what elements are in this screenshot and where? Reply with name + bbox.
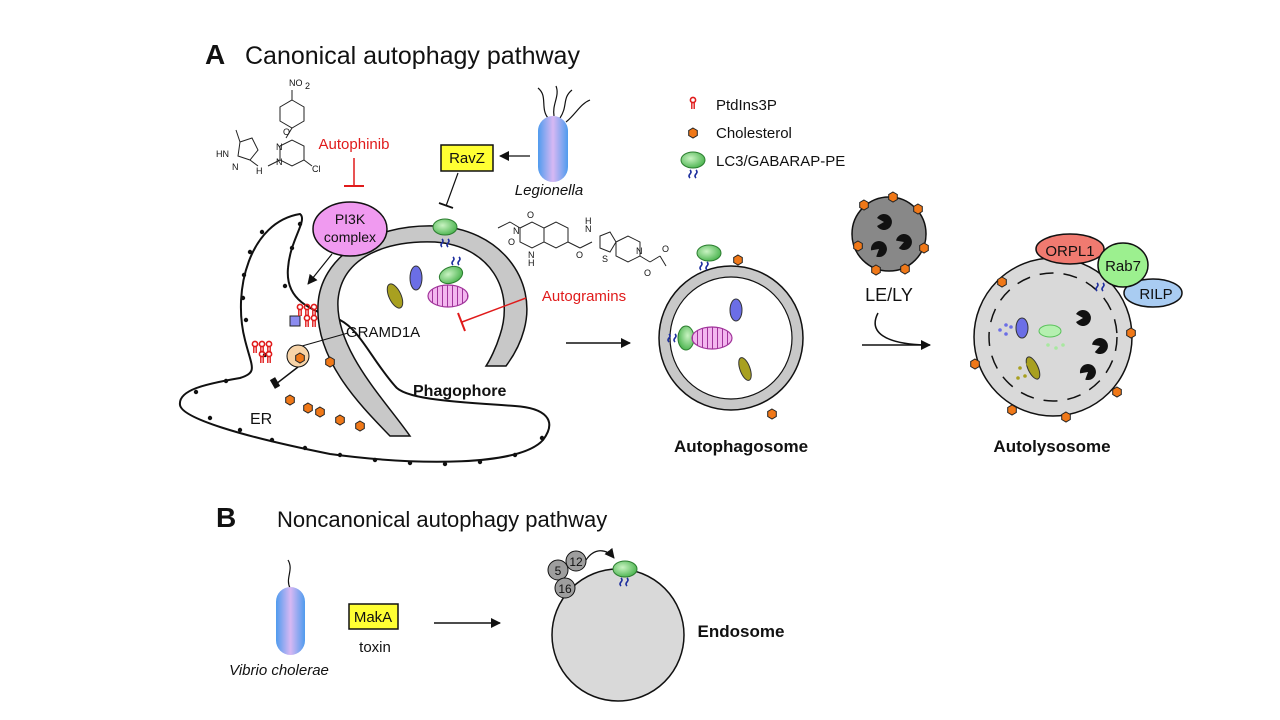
autolysosome-label: Autolysosome	[993, 437, 1110, 456]
toxin-label: toxin	[359, 639, 391, 656]
panel-b-title: Noncanonical autophagy pathway	[277, 507, 607, 532]
chem2-o3: O	[576, 250, 583, 260]
autogramin-structure	[497, 221, 667, 267]
ravz-inhibition-line	[445, 172, 459, 207]
gramd1a-label: GRAMD1A	[346, 324, 420, 341]
rab7-protein	[1097, 242, 1149, 288]
orpl1-label: ORPL1	[1045, 243, 1094, 260]
complex-12-label: 12	[569, 555, 583, 569]
pi3k-complex	[312, 201, 388, 257]
phagophore-label: Phagophore	[413, 383, 506, 400]
panel-b-letter: B	[216, 502, 236, 533]
gramd1a-protein	[269, 315, 349, 389]
autolysosome	[970, 257, 1136, 423]
cholesterol-icon	[688, 127, 698, 139]
chem2-n3: N	[585, 224, 592, 234]
legionella-label: Legionella	[515, 182, 583, 199]
phagophore-membrane	[317, 225, 528, 437]
pi3k-label-1: PI3K	[335, 211, 366, 227]
le-ly-label: LE/LY	[865, 285, 913, 305]
ravz-box	[440, 144, 494, 172]
er-label: ER	[250, 411, 272, 428]
ravz-label: RavZ	[449, 150, 485, 167]
legend-cholesterol-label: Cholesterol	[716, 125, 792, 142]
pi3k-label-2: complex	[324, 229, 376, 245]
orpl1-protein	[1035, 233, 1105, 265]
chem2-s: S	[602, 254, 608, 264]
maka-box	[348, 603, 399, 630]
chem2-n2: N	[528, 250, 535, 260]
autogramins-inhibition-bar	[457, 312, 466, 332]
lc3-icon	[680, 151, 706, 169]
chem-h: H	[256, 166, 263, 176]
cargo-olive	[386, 283, 404, 309]
endosome	[551, 547, 685, 702]
chem2-o1: O	[527, 210, 534, 220]
rilp-protein	[1123, 278, 1183, 308]
pi3k-arrow	[307, 253, 333, 285]
late-endosome-lysosome	[851, 191, 929, 276]
chem-n3: N	[276, 157, 283, 167]
vibrio-label: Vibrio cholerae	[229, 662, 329, 679]
legend: PtdIns3P Cholesterol LC3/GABARAP-PE	[680, 96, 845, 179]
cargo-blue	[409, 265, 423, 291]
legend-ptdins3p-label: PtdIns3P	[716, 97, 777, 114]
chem2-h1: H	[528, 258, 535, 268]
autophinib-label: Autophinib	[319, 136, 390, 153]
endosome-label: Endosome	[698, 622, 785, 641]
complex-5-label: 5	[555, 564, 562, 578]
ravz-inhibition-bar	[438, 202, 454, 209]
chem2-o4: O	[662, 244, 669, 254]
chem-cl: Cl	[312, 164, 321, 174]
atg-complex	[547, 550, 587, 599]
chem2-o2: O	[508, 237, 515, 247]
rilp-label: RILP	[1139, 286, 1172, 303]
chem-no2-sub: 2	[305, 81, 310, 91]
chem2-o5: O	[644, 268, 651, 278]
chem-n2: N	[276, 142, 283, 152]
panel-a-title: Canonical autophagy pathway	[245, 42, 580, 70]
complex-16-label: 16	[558, 582, 572, 596]
legend-lc3-label: LC3/GABARAP-PE	[716, 153, 845, 170]
chem-no2: NO	[289, 78, 303, 88]
autophagosome-label: Autophagosome	[674, 437, 808, 456]
mitochondrion	[427, 284, 469, 308]
panel-a-letter: A	[205, 39, 225, 70]
legionella-bacterium	[537, 85, 591, 182]
chem2-n4: N	[636, 246, 643, 256]
chem-hn: HN	[216, 149, 229, 159]
autophinib-structure	[235, 90, 313, 167]
ptdins3p-icon	[689, 96, 697, 110]
chem2-h2: H	[585, 216, 592, 226]
maka-label: MakA	[354, 609, 392, 626]
rab7-label: Rab7	[1105, 258, 1141, 275]
chem-n1: N	[232, 162, 239, 172]
chem2-n1: N	[513, 226, 520, 236]
chem-o: O	[283, 127, 290, 137]
autogramins-inhibition-line	[461, 297, 527, 323]
vibrio-bacterium	[276, 559, 305, 655]
le-ly-curve	[874, 312, 926, 346]
autogramins-label: Autogramins	[542, 288, 626, 305]
autophagosome	[658, 244, 804, 420]
